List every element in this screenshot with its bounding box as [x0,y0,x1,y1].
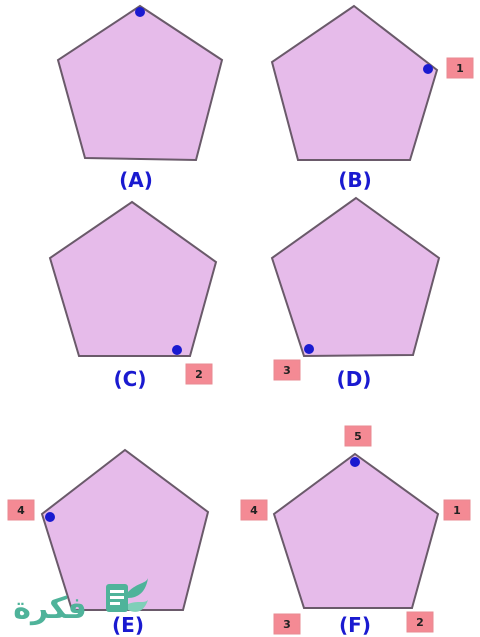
caption-b: (B) [338,168,372,192]
watermark-text: فكرة [13,591,86,626]
svg-text:4: 4 [17,504,25,517]
svg-text:1: 1 [456,62,464,75]
vertex-dot-f [350,457,360,467]
panel-b: 1 (B) [270,4,474,192]
panel-a: (A) [56,4,224,192]
pentagon-f [272,452,440,609]
leaf-document-icon [106,578,148,612]
pentagon-b [270,4,439,161]
vertex-dot-d [304,344,314,354]
svg-text:5: 5 [354,430,362,443]
pentagon-d [270,196,441,358]
vertex-dot-b [423,64,433,74]
badge-c-2: 2 [185,363,213,385]
badge-f-2: 2 [406,611,434,633]
svg-text:2: 2 [416,616,424,629]
panel-f: 5 1 4 3 2 (F) [240,425,471,637]
caption-e: (E) [112,613,144,637]
vertex-dot-e [45,512,55,522]
vertex-dot-a [135,7,145,17]
badge-e-4: 4 [7,499,35,521]
svg-text:3: 3 [283,618,291,631]
caption-f: (F) [339,613,371,637]
badge-f-1: 1 [443,499,471,521]
watermark-logo: فكرة [13,578,148,626]
badge-f-5: 5 [344,425,372,447]
svg-text:2: 2 [195,368,203,381]
badge-b-1: 1 [446,57,474,79]
caption-c: (C) [114,367,147,391]
vertex-dot-c [172,345,182,355]
svg-text:3: 3 [283,364,291,377]
pentagon-a [56,4,224,162]
svg-text:4: 4 [250,504,258,517]
badge-f-4: 4 [240,499,268,521]
panel-c: 2 (C) [48,200,218,391]
badge-d-3: 3 [273,359,301,381]
pentagon-c [48,200,218,357]
panel-d: 3 (D) [270,196,441,391]
svg-text:1: 1 [453,504,461,517]
badge-f-3: 3 [273,613,301,635]
caption-a: (A) [119,168,153,192]
caption-d: (D) [337,367,372,391]
